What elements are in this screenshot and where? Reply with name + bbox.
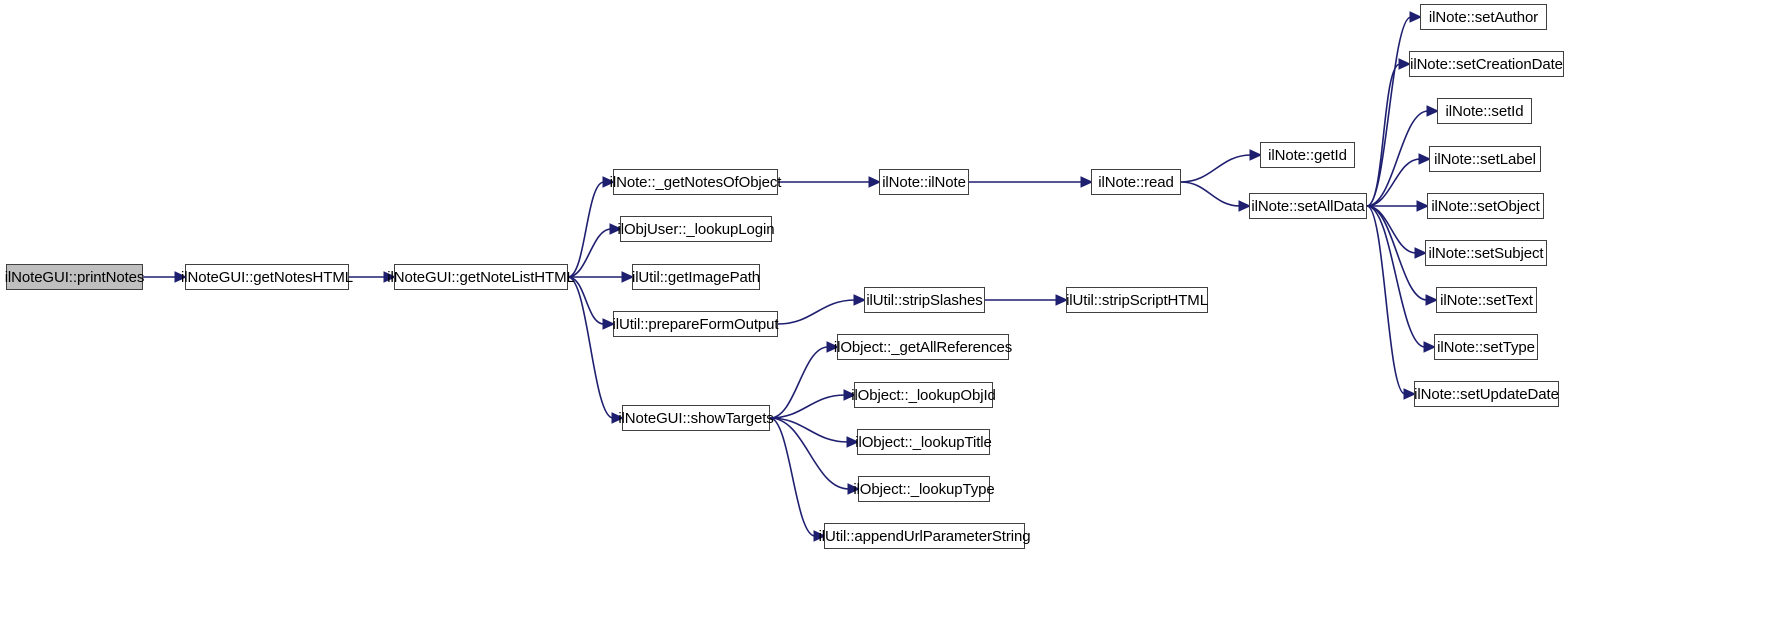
graph-edge-ilNoteCtor-to-read <box>969 176 1094 188</box>
graph-node-getId[interactable]: ilNote::getId <box>1260 142 1355 168</box>
graph-node-getImagePath[interactable]: ilUtil::getImagePath <box>632 264 760 290</box>
graph-node-label: ilUtil::prepareFormOutput <box>612 315 779 333</box>
graph-node-lookupLogin[interactable]: ilObjUser::_lookupLogin <box>618 216 775 242</box>
graph-node-setSubject[interactable]: ilNote::setSubject <box>1425 240 1547 266</box>
graph-node-label: ilUtil::getImagePath <box>631 268 761 286</box>
graph-edge-read-to-setAllData <box>1180 181 1252 212</box>
graph-node-label: ilNoteGUI::getNotesHTML <box>181 268 353 286</box>
graph-node-getNoteListHTML[interactable]: ilNoteGUI::getNoteListHTML <box>387 264 575 290</box>
graph-node-lookupObjId[interactable]: ilObject::_lookupObjId <box>851 382 996 408</box>
graph-node-label: ilObject::_lookupType <box>853 480 995 498</box>
graph-node-label: ilObject::_lookupObjId <box>851 386 996 404</box>
graph-node-label: ilNote::setAuthor <box>1428 8 1539 26</box>
graph-edge-getNoteListHTML-to-showTargets <box>567 276 625 424</box>
graph-node-setObject[interactable]: ilNote::setObject <box>1427 193 1544 219</box>
graph-node-getNotesOfObject[interactable]: ilNote::_getNotesOfObject <box>610 169 781 195</box>
graph-node-setAllData[interactable]: ilNote::setAllData <box>1249 193 1367 219</box>
graph-node-label: ilNote::setId <box>1445 102 1524 120</box>
graph-node-label: ilObjUser::_lookupLogin <box>617 220 775 238</box>
graph-node-label: ilNote::setType <box>1437 338 1535 356</box>
graph-edge-setAllData-to-setUpdateDate <box>1366 205 1417 400</box>
graph-edge-setAllData-to-setLabel <box>1366 153 1432 207</box>
graph-node-setText[interactable]: ilNote::setText <box>1436 287 1537 313</box>
graph-edge-showTargets-to-lookupTitle <box>769 417 860 448</box>
graph-node-label: ilNote::ilNote <box>882 173 966 191</box>
graph-node-label: ilNote::setText <box>1440 291 1533 309</box>
graph-node-label: ilNote::setLabel <box>1434 150 1536 168</box>
graph-node-getNotesHTML[interactable]: ilNoteGUI::getNotesHTML <box>181 264 353 290</box>
graph-node-setId[interactable]: ilNote::setId <box>1437 98 1532 124</box>
graph-edge-getNotesOfObject-to-ilNoteCtor <box>778 176 882 188</box>
graph-node-stripScriptHTML[interactable]: ilUtil::stripScriptHTML <box>1066 287 1208 313</box>
graph-node-label: ilNote::_getNotesOfObject <box>609 173 782 191</box>
graph-node-label: ilNote::getId <box>1268 146 1347 164</box>
graph-node-label: ilNoteGUI::printNotes <box>4 268 145 286</box>
graph-node-read[interactable]: ilNote::read <box>1091 169 1181 195</box>
graph-node-setCreationDate[interactable]: ilNote::setCreationDate <box>1409 51 1564 77</box>
graph-edge-showTargets-to-appendUrlParameter <box>769 417 827 542</box>
graph-edge-read-to-getId <box>1180 149 1263 183</box>
graph-node-label: ilNote::setCreationDate <box>1410 55 1563 73</box>
graph-edge-setAllData-to-setCreationDate <box>1366 58 1412 207</box>
graph-node-prepareFormOutput[interactable]: ilUtil::prepareFormOutput <box>613 311 779 337</box>
graph-node-label: ilNoteGUI::getNoteListHTML <box>387 268 575 286</box>
graph-node-label: ilObject::_getAllReferences <box>833 338 1013 356</box>
graph-node-label: ilNote::setSubject <box>1428 244 1544 262</box>
graph-node-label: ilObject::_lookupTitle <box>855 433 992 451</box>
graph-node-label: ilNoteGUI::showTargets <box>618 409 774 427</box>
graph-node-label: ilNote::setUpdateDate <box>1414 385 1559 403</box>
graph-edge-setAllData-to-setAuthor <box>1366 11 1423 207</box>
graph-node-lookupTitle[interactable]: ilObject::_lookupTitle <box>855 429 992 455</box>
graph-edge-getNoteListHTML-to-getNotesOfObject <box>567 176 616 278</box>
graph-node-setUpdateDate[interactable]: ilNote::setUpdateDate <box>1414 381 1559 407</box>
graph-node-label: ilNote::setAllData <box>1251 197 1365 215</box>
graph-edge-prepareFormOutput-to-stripSlashes <box>777 294 867 325</box>
graph-node-ilNoteCtor[interactable]: ilNote::ilNote <box>879 169 969 195</box>
graph-node-setLabel[interactable]: ilNote::setLabel <box>1429 146 1541 172</box>
graph-edge-setAllData-to-setSubject <box>1366 205 1428 259</box>
graph-node-appendUrlParameter[interactable]: ilUtil::appendUrlParameterString <box>819 523 1031 549</box>
graph-node-lookupType[interactable]: ilObject::_lookupType <box>853 476 995 502</box>
graph-edge-setAllData-to-setType <box>1366 205 1437 353</box>
graph-edge-stripSlashes-to-stripScriptHTML <box>985 294 1069 306</box>
graph-edge-setAllData-to-setObject <box>1367 200 1430 212</box>
graph-node-label: ilUtil::stripScriptHTML <box>1066 291 1208 309</box>
graph-node-setType[interactable]: ilNote::setType <box>1434 334 1538 360</box>
graph-node-showTargets[interactable]: ilNoteGUI::showTargets <box>618 405 774 431</box>
graph-node-stripSlashes[interactable]: ilUtil::stripSlashes <box>864 287 985 313</box>
graph-node-printNotes[interactable]: ilNoteGUI::printNotes <box>5 264 144 290</box>
graph-node-label: ilUtil::stripSlashes <box>866 291 983 309</box>
graph-node-getAllReferences[interactable]: ilObject::_getAllReferences <box>834 334 1012 360</box>
graph-node-label: ilNote::setObject <box>1431 197 1540 215</box>
graph-node-label: ilNote::read <box>1098 173 1174 191</box>
graph-edge-showTargets-to-lookupObjId <box>769 389 857 419</box>
graph-node-setAuthor[interactable]: ilNote::setAuthor <box>1420 4 1547 30</box>
graph-node-label: ilUtil::appendUrlParameterString <box>818 527 1031 545</box>
